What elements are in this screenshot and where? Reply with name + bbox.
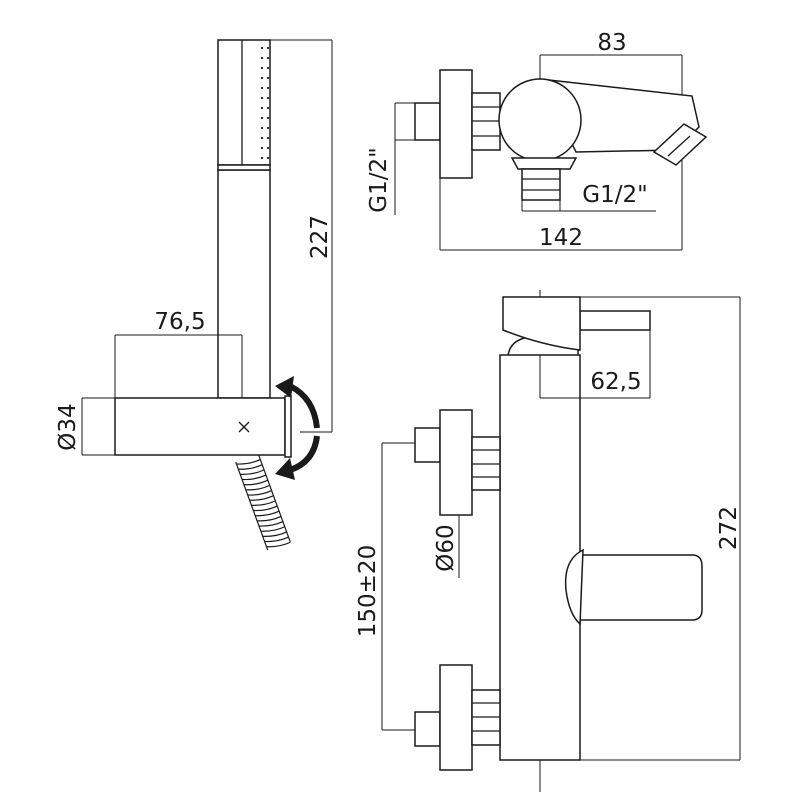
outlet-thread-label: G1/2" <box>582 182 647 208</box>
hose-coil <box>238 464 263 470</box>
dimension-diameter-60: Ø60 <box>433 515 460 578</box>
shower-head <box>217 39 271 166</box>
bath-spout <box>579 554 703 621</box>
hose-coil <box>251 500 276 506</box>
nozzle-dot <box>260 126 264 130</box>
dimension-83: 83 <box>539 30 683 95</box>
hose-coil <box>255 510 280 517</box>
nozzle-dot <box>266 156 270 160</box>
hose-edge <box>235 461 269 551</box>
nozzle-dot <box>260 56 264 60</box>
lower-wall-connection <box>414 664 501 771</box>
dimension-272: 272 <box>580 296 742 761</box>
nozzle-dot <box>266 96 270 100</box>
dimension-76-5: 76,5 <box>114 309 243 398</box>
bracket-offset-label: 76,5 <box>154 309 205 335</box>
hose-coil <box>249 495 274 501</box>
spout-outlet <box>652 123 708 166</box>
nozzle-dot <box>260 86 264 90</box>
dimension-outlet-thread: G1/2" <box>521 182 656 212</box>
overall-height-label: 272 <box>716 506 742 550</box>
hose-coil <box>262 531 287 538</box>
hose-coil <box>266 541 291 548</box>
wall-flange <box>439 69 473 179</box>
rotate-arrow-down-icon <box>288 435 320 473</box>
overall-depth-label: 142 <box>539 225 583 251</box>
nozzle-dot <box>260 136 264 140</box>
upper-inlet-pipe <box>414 427 441 463</box>
dimension-227: 227 <box>270 39 333 433</box>
nozzle-dot <box>260 76 264 80</box>
nozzle-dot <box>266 56 270 60</box>
mixer-body-round <box>498 78 582 162</box>
hand-shower-view: 227 76,5 Ø34 <box>55 39 333 551</box>
nozzle-dot <box>266 136 270 140</box>
upper-wall-connection <box>414 409 501 516</box>
flange-diameter-label: Ø60 <box>433 524 459 571</box>
hose-coil <box>264 536 289 543</box>
nozzle-dot <box>260 146 264 150</box>
inlet-centers-label: 150±20 <box>355 545 381 637</box>
nozzle-dot <box>266 116 270 120</box>
shower-head-collar <box>217 164 271 171</box>
rotate-arrow-up-icon <box>288 383 320 429</box>
nozzle-dot <box>260 96 264 100</box>
nozzle-dot <box>266 146 270 150</box>
bracket-swivel <box>284 395 292 458</box>
mixer-front-view: 62,5 272 Ø60 150±20 <box>355 290 742 792</box>
mixer-top-view: 83 142 G1/2" G1/2" <box>366 30 708 251</box>
nozzle-dot <box>266 66 270 70</box>
hose-coil <box>243 479 269 486</box>
mixer-body <box>499 354 581 761</box>
bracket-diameter-label: Ø34 <box>55 403 81 450</box>
lower-inlet-pipe <box>414 711 441 747</box>
bracket-axis-mark <box>238 421 250 433</box>
hose-coil <box>242 474 267 481</box>
dimension-150-20: 150±20 <box>355 442 415 731</box>
lower-flange <box>439 664 473 771</box>
shower-outlet-nut <box>521 168 561 201</box>
lever-offset-label: 62,5 <box>590 369 641 395</box>
inlet-thread-label: G1/2" <box>366 147 392 212</box>
nozzle-dot <box>266 76 270 80</box>
nozzle-dot <box>260 156 264 160</box>
bath-spout-collar <box>564 548 584 626</box>
outlet-connector <box>510 157 578 170</box>
lever-block <box>502 296 581 351</box>
shower-length-label: 227 <box>307 215 333 259</box>
hose-coil <box>258 521 284 527</box>
nozzle-dot <box>266 86 270 90</box>
hose-coil <box>260 526 286 532</box>
inlet-pipe <box>414 102 441 141</box>
hose-coil <box>247 490 272 496</box>
upper-flange <box>439 409 473 516</box>
inlet-nut <box>471 92 501 151</box>
shower-hose <box>235 453 291 551</box>
nozzle-dot <box>260 46 264 50</box>
nozzle-dot <box>260 116 264 120</box>
shower-nozzles <box>260 46 270 160</box>
hose-coil <box>236 458 261 465</box>
dimension-62-5: 62,5 <box>540 330 651 399</box>
nozzle-dot <box>266 46 270 50</box>
wall-bracket <box>114 397 286 456</box>
dimension-inlet-thread: G1/2" <box>366 102 415 215</box>
hose-coil <box>245 484 270 491</box>
rotate-arrows-icon <box>275 376 320 480</box>
shower-handle <box>217 169 271 399</box>
nozzle-dot <box>266 126 270 130</box>
spout-reach-label: 83 <box>597 30 626 56</box>
nozzle-dot <box>260 106 264 110</box>
dimension-diameter-34: Ø34 <box>55 397 115 456</box>
nozzle-dot <box>266 106 270 110</box>
lever-rod <box>579 310 651 331</box>
nozzle-dot <box>260 66 264 70</box>
dimension-142: 142 <box>439 160 683 251</box>
hose-coil <box>240 469 265 475</box>
hose-coil <box>257 515 282 522</box>
hose-coil <box>253 505 278 512</box>
